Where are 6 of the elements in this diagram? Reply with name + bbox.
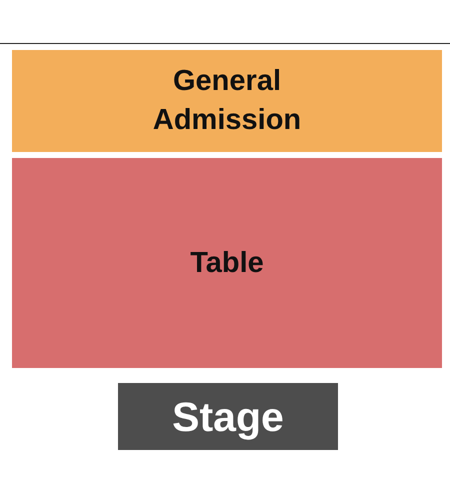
seating-section [12,50,442,152]
seating-section [12,158,442,368]
stage-block [118,383,338,450]
stage-label: Stage [172,394,284,440]
section-label: General Admission [152,64,302,138]
section-label: Table [190,246,264,280]
